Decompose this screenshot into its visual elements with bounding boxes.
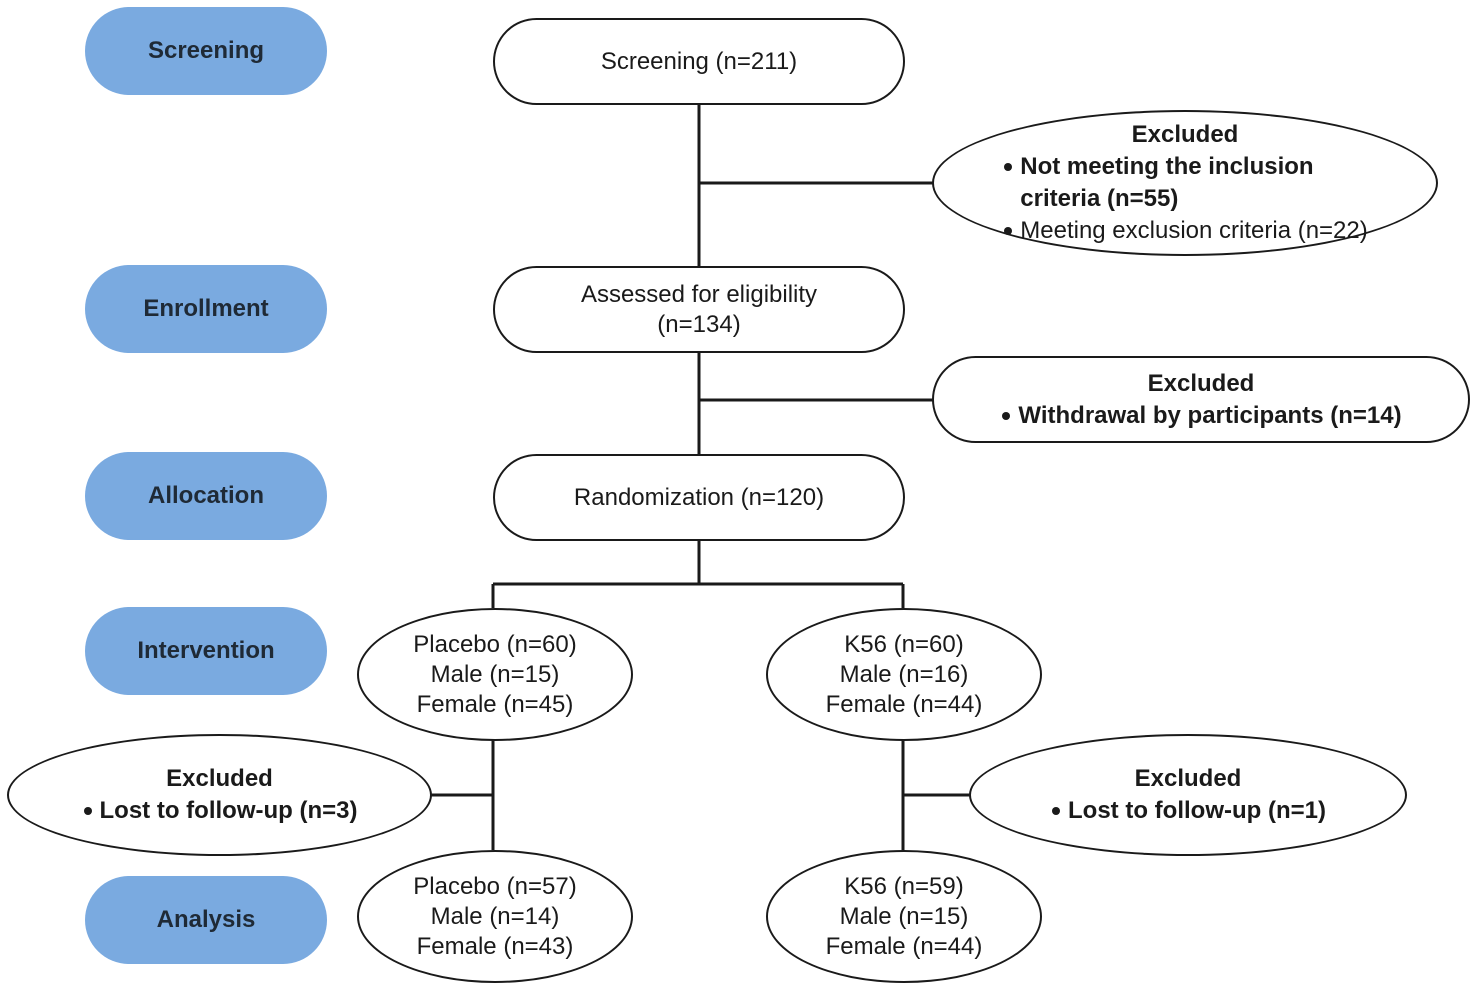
k56-exclusion-box: Excluded Lost to follow-up (n=1) bbox=[969, 734, 1407, 856]
k56-exclusion-list: Lost to follow-up (n=1) bbox=[1050, 795, 1326, 827]
exclusion-1-item: Meeting exclusion criteria (n=22) bbox=[1002, 215, 1368, 247]
exclusion-box-screening: Excluded Not meeting the inclusion crite… bbox=[932, 110, 1438, 256]
k56-exclusion-title: Excluded bbox=[1134, 765, 1242, 792]
exclusion-1-list: Not meeting the inclusion criteria (n=55… bbox=[1002, 151, 1368, 247]
placebo-analysis-female: Female (n=43) bbox=[416, 932, 574, 960]
placebo-intervention-male: Male (n=15) bbox=[430, 660, 560, 688]
stage-intervention: Intervention bbox=[85, 607, 327, 695]
placebo-analysis-total: Placebo (n=57) bbox=[413, 872, 577, 900]
k56-intervention-total: K56 (n=60) bbox=[844, 630, 964, 658]
k56-intervention-male: Male (n=16) bbox=[839, 660, 969, 688]
stage-enrollment: Enrollment bbox=[85, 265, 327, 353]
eligibility-line-1: Assessed for eligibility bbox=[580, 280, 818, 308]
placebo-intervention-female: Female (n=45) bbox=[416, 690, 574, 718]
placebo-analysis-box: Placebo (n=57) Male (n=14) Female (n=43) bbox=[357, 850, 633, 983]
k56-analysis-box: K56 (n=59) Male (n=15) Female (n=44) bbox=[766, 850, 1042, 983]
screening-box: Screening (n=211) bbox=[493, 18, 905, 105]
placebo-exclusion-title: Excluded bbox=[166, 765, 273, 792]
k56-intervention-female: Female (n=44) bbox=[825, 690, 983, 718]
exclusion-1-title: Excluded bbox=[1131, 121, 1239, 148]
placebo-analysis-male: Male (n=14) bbox=[430, 902, 560, 930]
placebo-intervention-total: Placebo (n=60) bbox=[413, 630, 577, 658]
randomization-box: Randomization (n=120) bbox=[493, 454, 905, 541]
k56-analysis-female: Female (n=44) bbox=[825, 932, 983, 960]
k56-analysis-male: Male (n=15) bbox=[839, 902, 969, 930]
exclusion-2-list: Withdrawal by participants (n=14) bbox=[1000, 400, 1402, 432]
exclusion-box-enrollment: Excluded Withdrawal by participants (n=1… bbox=[932, 356, 1470, 443]
placebo-exclusion-box: Excluded Lost to follow-up (n=3) bbox=[7, 734, 432, 856]
eligibility-box: Assessed for eligibility (n=134) bbox=[493, 266, 905, 353]
exclusion-2-title: Excluded bbox=[1147, 369, 1255, 397]
eligibility-line-2: (n=134) bbox=[657, 310, 741, 338]
k56-intervention-box: K56 (n=60) Male (n=16) Female (n=44) bbox=[766, 608, 1042, 741]
stage-analysis: Analysis bbox=[85, 876, 327, 964]
exclusion-1-item: Not meeting the inclusion criteria (n=55… bbox=[1002, 151, 1350, 215]
placebo-exclusion-list: Lost to follow-up (n=3) bbox=[82, 795, 357, 827]
stage-allocation: Allocation bbox=[85, 452, 327, 540]
stage-screening: Screening bbox=[85, 7, 327, 95]
k56-exclusion-item: Lost to follow-up (n=1) bbox=[1050, 795, 1326, 827]
placebo-exclusion-item: Lost to follow-up (n=3) bbox=[82, 795, 357, 827]
exclusion-2-item: Withdrawal by participants (n=14) bbox=[1000, 400, 1402, 432]
randomization-text: Randomization (n=120) bbox=[573, 483, 825, 511]
screening-text: Screening (n=211) bbox=[600, 47, 798, 75]
k56-analysis-total: K56 (n=59) bbox=[844, 872, 964, 900]
placebo-intervention-box: Placebo (n=60) Male (n=15) Female (n=45) bbox=[357, 608, 633, 741]
